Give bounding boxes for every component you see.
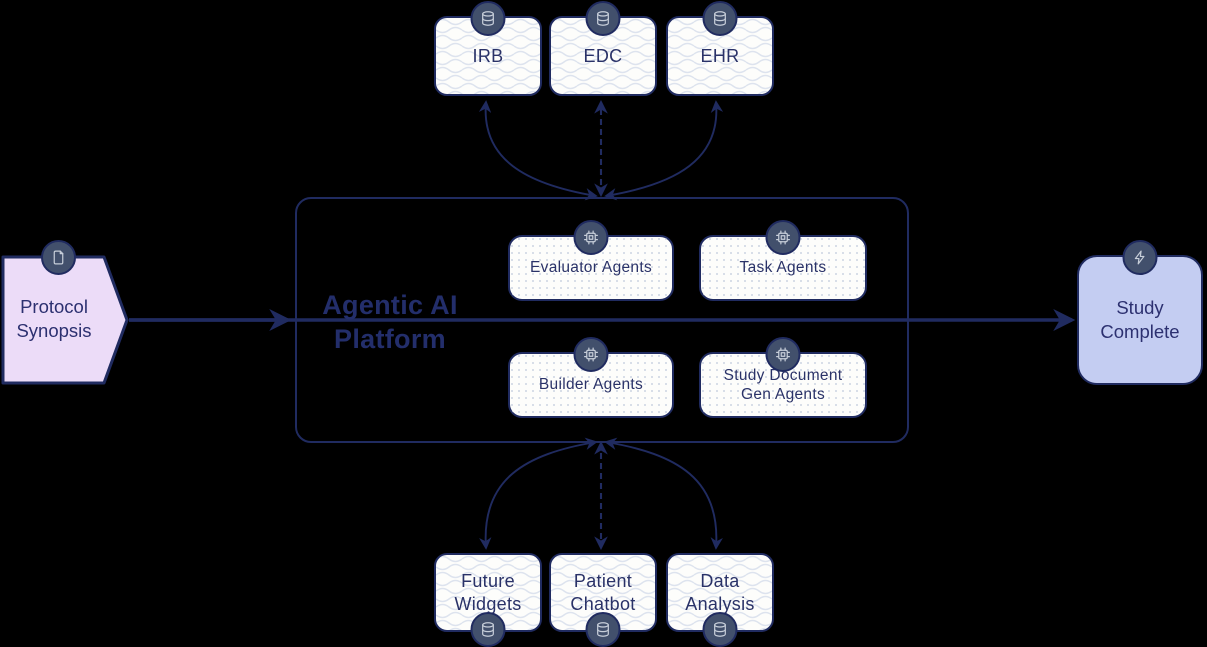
node-label: IRB (472, 45, 504, 66)
database-icon (597, 11, 609, 26)
cpu-icon (776, 230, 790, 245)
node-irb: IRB (434, 1, 542, 96)
pentagon-shape (1, 255, 129, 385)
node-label: Study Complete (1100, 296, 1180, 342)
cpu-badge (765, 220, 801, 255)
node-label: Evaluator Agents (530, 259, 652, 277)
database-badge (470, 1, 506, 36)
database-badge (585, 1, 621, 36)
node-label: Protocol Synopsis (16, 295, 92, 341)
database-badge (702, 1, 738, 36)
lightning-badge (1122, 240, 1158, 275)
connector-platform-data-analysis (604, 437, 723, 550)
database-badge (470, 612, 506, 647)
cpu-badge (573, 220, 609, 255)
database-icon (714, 622, 726, 637)
node-ehr: EHR (666, 1, 774, 96)
connector-platform-irb (478, 100, 598, 201)
database-icon (482, 622, 494, 637)
node-label: Patient Chatbot (570, 571, 636, 614)
node-evaluator-agents: Evaluator Agents (508, 220, 674, 301)
platform-title: Agentic AI Platform (322, 290, 458, 354)
cpu-icon (584, 347, 598, 362)
node-label: Builder Agents (538, 376, 644, 394)
node-builder-agents: Builder Agents (508, 337, 674, 418)
database-icon (597, 622, 609, 637)
cpu-icon (584, 230, 598, 245)
database-icon (714, 11, 726, 26)
node-data-analysis: Data Analysis (666, 553, 774, 647)
node-label: EDC (583, 45, 623, 66)
database-badge (702, 612, 738, 647)
database-badge (585, 612, 621, 647)
lightning-icon (1134, 250, 1145, 265)
database-icon (482, 11, 494, 26)
node-patient-chatbot: Patient Chatbot (549, 553, 657, 647)
document-icon (53, 250, 64, 265)
node-protocol-synopsis: Protocol Synopsis (0, 240, 134, 388)
node-edc: EDC (549, 1, 657, 96)
node-task-agents: Task Agents (699, 220, 867, 301)
connector-platform-future-widgets (479, 437, 598, 550)
node-label: Task Agents (739, 259, 827, 277)
node-study-document-gen-agents: Study Document Gen Agents (699, 337, 867, 418)
agentic-ai-platform-container: Agentic AI Platform Evaluator Agents Tas… (295, 197, 909, 443)
node-future-widgets: Future Widgets (434, 553, 542, 647)
node-study-complete: Study Complete (1077, 240, 1203, 385)
cpu-icon (776, 347, 790, 362)
document-badge (41, 240, 76, 275)
node-label: EHR (700, 45, 740, 66)
cpu-badge (765, 337, 801, 372)
connector-platform-ehr (604, 100, 724, 201)
node-label: Data Analysis (685, 571, 755, 614)
cpu-badge (573, 337, 609, 372)
node-label: Future Widgets (454, 571, 522, 614)
